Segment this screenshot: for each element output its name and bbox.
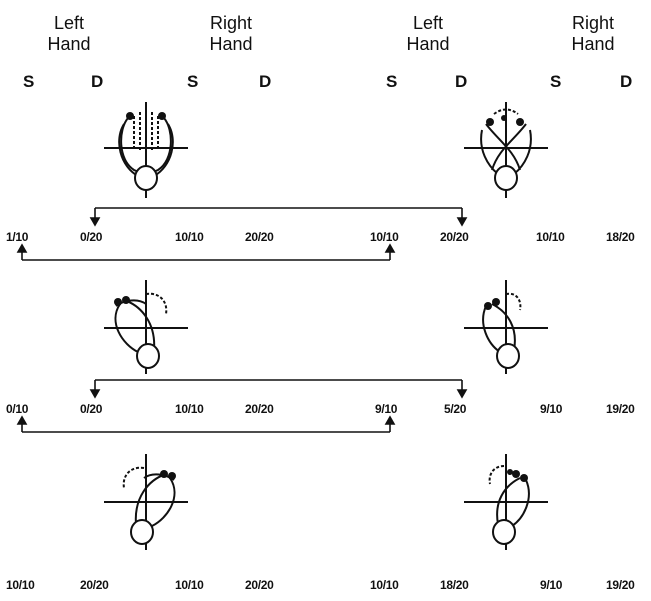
row3-left-s-value: 10/10 — [6, 578, 35, 592]
right-hand-header-line1: Right — [571, 13, 615, 33]
arrowhead — [456, 217, 468, 227]
row2-left-s-value: 9/10 — [375, 402, 398, 416]
row2-right-s-value: 9/10 — [540, 402, 563, 416]
row1-left-s-value: 1/10 — [6, 230, 29, 244]
row2-right-d-value: 19/20 — [606, 402, 635, 416]
arrowhead — [16, 415, 28, 425]
row1-right-d-value: 18/20 — [606, 230, 635, 244]
left-hand-header-1: Left Hand — [38, 13, 100, 55]
arrowhead — [384, 243, 396, 253]
row1-right-s-value: 10/10 — [175, 230, 204, 244]
row1-right-d-value: 20/20 — [245, 230, 274, 244]
arrowhead — [16, 243, 28, 253]
right-hand-header-2: Right Hand — [562, 13, 624, 55]
s-label: S — [23, 72, 35, 91]
row3-left-d-value: 18/20 — [440, 578, 469, 592]
row3-left-d-value: 20/20 — [80, 578, 109, 592]
d-label: D — [259, 72, 272, 91]
left-hand-header-line1: Left — [53, 13, 85, 33]
row2-left-s-value: 0/10 — [6, 402, 29, 416]
right-hand-header-line2: Hand — [209, 34, 253, 54]
hands-figure-row1-left — [104, 102, 188, 198]
left-hand-header-line2: Hand — [47, 34, 91, 54]
hands-figure-row1-right — [464, 102, 548, 198]
s-label: S — [550, 72, 562, 91]
s-label: S — [187, 72, 199, 91]
hands-figure-row3-left — [104, 454, 188, 550]
right-hand-header-line2: Hand — [571, 34, 615, 54]
arrowhead — [89, 389, 101, 399]
arrowhead — [456, 389, 468, 399]
s-label: S — [386, 72, 398, 91]
d-label: D — [455, 72, 468, 91]
right-hand-header-1: Right Hand — [200, 13, 262, 55]
hands-figure-row2-left — [104, 280, 188, 374]
left-hand-header-line2: Hand — [406, 34, 450, 54]
right-hand-header-line1: Right — [209, 13, 253, 33]
d-label: D — [91, 72, 104, 91]
row1-right-s-value: 10/10 — [536, 230, 565, 244]
row1-left-s-value: 10/10 — [370, 230, 399, 244]
row3-right-d-value: 19/20 — [606, 578, 635, 592]
row2-right-s-value: 10/10 — [175, 402, 204, 416]
d-label: D — [620, 72, 633, 91]
arrowhead — [384, 415, 396, 425]
hands-figure-row3-right — [464, 454, 548, 550]
hands-figure-row2-right — [464, 280, 548, 374]
row2-left-d-value: 5/20 — [444, 402, 467, 416]
row1-left-d-value: 20/20 — [440, 230, 469, 244]
row3-right-s-value: 9/10 — [540, 578, 563, 592]
row2-right-d-value: 20/20 — [245, 402, 274, 416]
row1-left-d-value: 0/20 — [80, 230, 103, 244]
arrowhead — [89, 217, 101, 227]
left-hand-header-2: Left Hand — [397, 13, 459, 55]
row3-left-s-value: 10/10 — [370, 578, 399, 592]
row3-right-d-value: 20/20 — [245, 578, 274, 592]
row3-right-s-value: 10/10 — [175, 578, 204, 592]
left-hand-header-line1: Left — [412, 13, 444, 33]
row2-left-d-value: 0/20 — [80, 402, 103, 416]
